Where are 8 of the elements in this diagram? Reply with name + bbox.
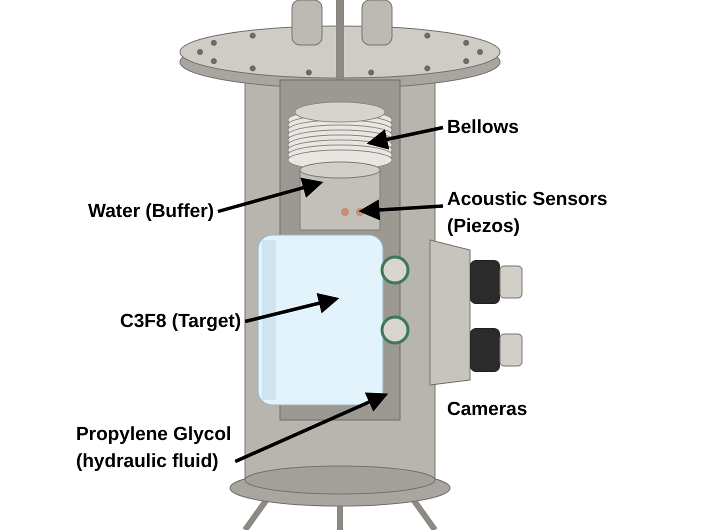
part-label: C3F8 (Target) <box>120 310 242 334</box>
part-label: Water (Buffer) <box>88 200 214 224</box>
part-label: Propylene Glycol (hydraulic fluid) <box>76 423 232 474</box>
part-label: Cameras <box>447 398 528 422</box>
part-label: Acoustic Sensors (Piezos) <box>447 188 608 239</box>
leader-arrow <box>218 178 324 214</box>
leader-arrow <box>358 199 444 220</box>
part-label: Bellows <box>447 116 519 140</box>
